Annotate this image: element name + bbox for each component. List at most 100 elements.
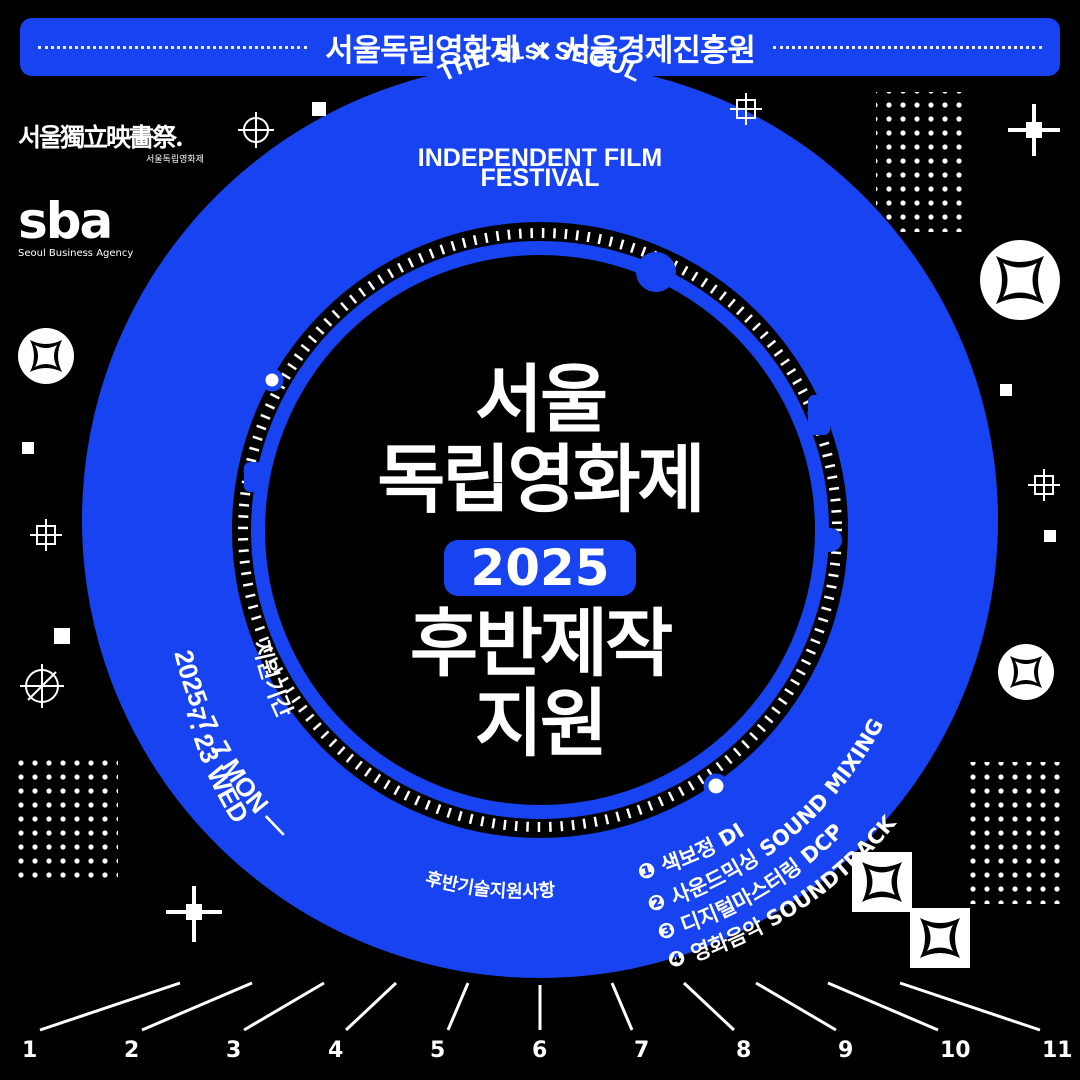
main-title-line4: 지원 [474,681,608,767]
main-title-line3: 후반제작 [409,601,673,687]
sprocket-tooth [450,240,456,252]
sprocket-tooth [364,767,372,777]
sprocket-tooth [831,509,842,513]
sprocket-tooth [457,810,463,822]
sprocket-tooth [377,274,385,285]
sprocket-tooth [269,392,280,400]
sprocket-tooth [667,791,675,802]
sprocket-knob-right [808,395,830,435]
sprocket-tooth [468,813,474,825]
sprocket-tooth [651,250,658,261]
sprocket-tooth [268,656,279,664]
sprocket-tooth [252,435,263,441]
sprocket-tooth [718,291,727,301]
sprocket-tooth [822,452,833,458]
sprocket-tooth [240,491,251,496]
sprocket-tooth [414,795,421,806]
period-line1: 2025. 7. 7 MON — [168,647,296,844]
crosshair-icon [1028,469,1060,501]
crosshair-icon [30,519,62,551]
ruler-number: 5 [430,1038,446,1063]
ruler-line [827,981,939,1032]
sprocket-tooth [251,615,262,621]
sprocket-tooth [823,595,835,601]
sprocket-tooth [766,339,777,349]
square-seal-icon [980,240,1060,320]
sprocket-tooth [700,277,709,288]
sprocket-tooth [397,262,405,273]
square-seal-icon [18,328,74,384]
year-badge: 2025 [444,540,636,596]
sprocket-tooth [687,780,695,791]
sprocket-tooth [243,469,255,474]
main-title-line2: 독립영화제 [377,437,705,523]
sprocket-tooth [407,257,415,268]
sprocket-tooth [315,326,325,335]
sba-logo: sba Seoul Business Agency [18,196,133,259]
sprocket-tooth [575,230,580,241]
sprocket-tooth [472,235,478,246]
sprocket-gear-icon-small [818,528,842,552]
sprocket-tooth [626,808,632,819]
sprocket-tooth [811,419,823,426]
sprocket-tooth [814,627,825,634]
sprocket-tooth [263,646,274,654]
support-label: 후반기술지원사항 [423,868,556,902]
sprocket-tooth [238,549,249,553]
sprocket-tooth [417,252,425,263]
sprocket-tooth [784,687,794,696]
sprocket-tooth [514,820,518,832]
sba-name: Seoul Business Agency [18,248,134,259]
sprocket-tooth [245,593,256,599]
ruler-line [755,981,837,1032]
sprocket-tooth [802,398,813,405]
banner-title: 서울독립영화제 × 서울경제진흥원 [325,32,756,69]
ruler-line [899,981,1041,1032]
sprocket-tooth [647,800,654,811]
sprocket-tooth [593,816,598,827]
sprocket-tooth [829,562,841,566]
ruler-line [446,982,470,1031]
sprocket-tooth [815,430,826,437]
sprocket-tooth [273,666,284,674]
sprocket-tooth [824,463,836,469]
sprocket-tooth [247,604,259,610]
sprocket-tooth [254,625,265,632]
sprocket-tooth [800,658,812,666]
crosshair-icon [20,664,64,708]
ruler-number: 9 [838,1038,854,1063]
ring-bead-left [260,368,284,392]
plus-marker-icon [1008,104,1060,156]
sprocket-tooth [291,695,301,704]
sprocket-tooth [264,403,276,410]
sprocket-tooth [480,816,485,827]
sprocket-tooth [821,606,832,612]
sprocket-tooth [744,314,753,323]
ruler-line [344,981,398,1032]
square-seal-icon [998,644,1054,700]
sprocket-tooth [706,768,715,779]
sprocket-tooth [428,248,435,259]
sprocket-tooth [640,246,647,257]
sprocket-tooth [340,301,349,312]
ruler-number: 11 [1042,1038,1073,1063]
sprocket-tooth [495,230,500,242]
support-item: ❹ 영화음악 SOUNDTRACK [665,811,901,973]
dot-grid-pattern-top-right [876,92,970,232]
sprocket-tooth [246,457,257,463]
dot-grid-pattern-bottom-left [18,760,118,878]
sprocket-tooth [256,424,267,431]
square-seal-tile-bottom [910,908,970,968]
ring-heading-line2: INDEPENDENT FILM [418,144,662,172]
ring-heading-line3: FESTIVAL [481,164,600,192]
sprocket-tooth [819,441,830,447]
banner-dotted-line-left [38,45,308,49]
square-seal-tile-top [852,852,912,912]
sprocket-tooth [239,560,250,564]
ruler-number: 6 [532,1038,548,1063]
support-item: ❸ 디지털마스터링 DCP [655,819,848,945]
crosshair-icon [238,112,274,148]
sprocket-tooth [630,242,636,253]
sprocket-tooth [331,309,341,319]
ruler-number: 8 [736,1038,752,1063]
